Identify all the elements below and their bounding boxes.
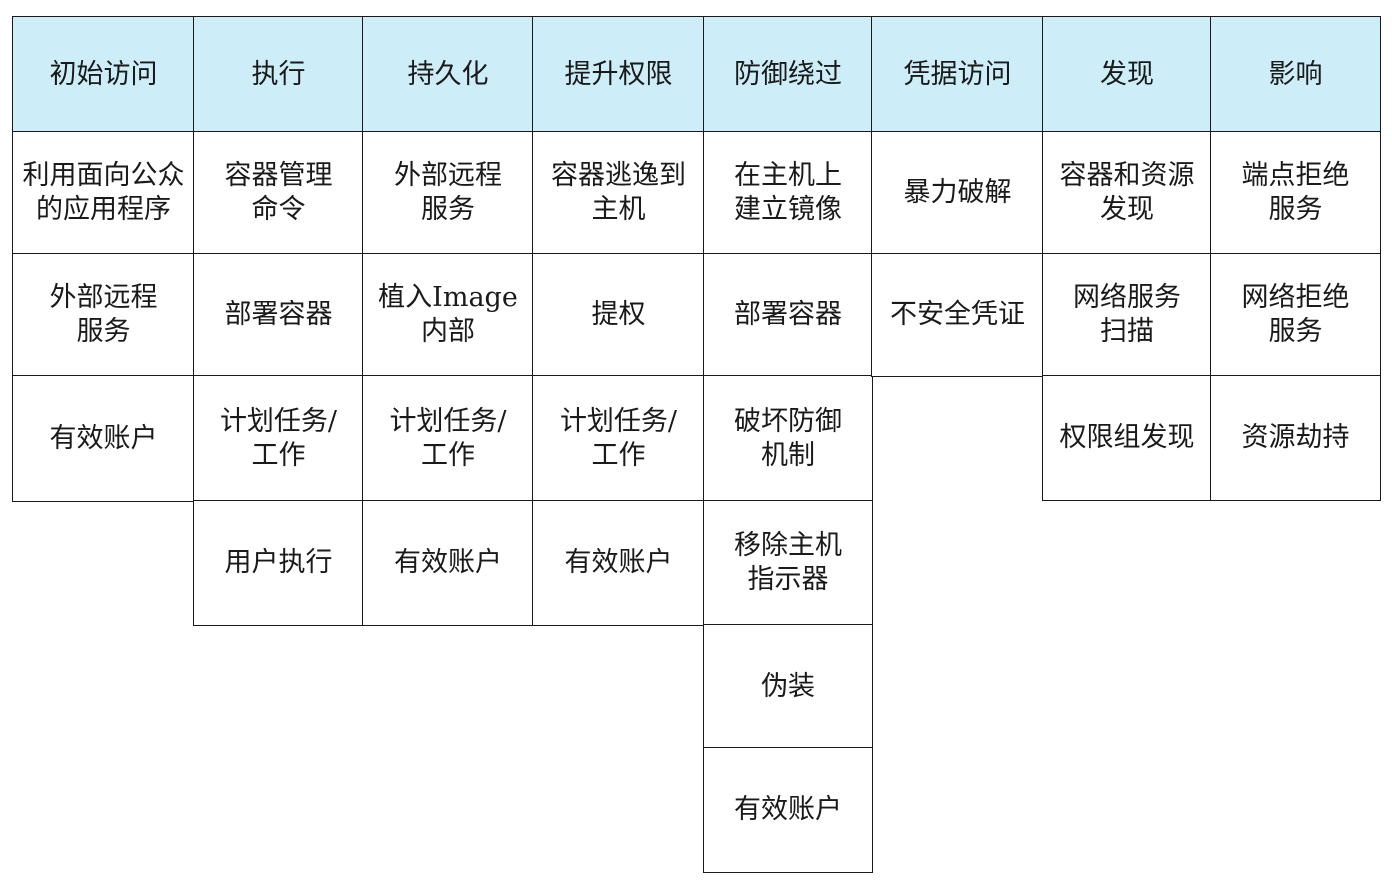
technique-cell: 有效账户	[703, 747, 873, 873]
technique-cell: 有效账户	[532, 500, 705, 626]
technique-cell: 计划任务/ 工作	[362, 375, 534, 502]
technique-cell: 计划任务/ 工作	[532, 375, 705, 502]
tactic-header: 提升权限	[532, 16, 705, 133]
technique-cell: 暴力破解	[871, 131, 1044, 255]
technique-cell: 部署容器	[703, 253, 873, 377]
technique-cell: 权限组发现	[1042, 375, 1212, 501]
technique-cell: 提权	[532, 253, 705, 377]
technique-cell: 不安全凭证	[871, 253, 1044, 377]
technique-cell: 在主机上 建立镜像	[703, 131, 873, 255]
technique-cell: 移除主机 指示器	[703, 500, 873, 626]
technique-cell: 用户执行	[193, 500, 364, 626]
tactic-header: 凭据访问	[871, 16, 1044, 133]
technique-cell: 端点拒绝 服务	[1210, 131, 1381, 255]
technique-cell: 破坏防御 机制	[703, 375, 873, 502]
technique-cell: 部署容器	[193, 253, 364, 377]
technique-cell: 容器和资源 发现	[1042, 131, 1212, 255]
technique-cell: 外部远程 服务	[362, 131, 534, 255]
tactic-header: 防御绕过	[703, 16, 873, 133]
tactic-header: 执行	[193, 16, 364, 133]
tactic-header: 发现	[1042, 16, 1212, 133]
tactic-header: 影响	[1210, 16, 1381, 133]
technique-cell: 资源劫持	[1210, 375, 1381, 501]
technique-cell: 网络服务 扫描	[1042, 253, 1212, 377]
technique-cell: 有效账户	[362, 500, 534, 626]
technique-cell: 计划任务/ 工作	[193, 375, 364, 502]
tactic-header: 持久化	[362, 16, 534, 133]
technique-cell: 伪装	[703, 624, 873, 749]
tactic-header: 初始访问	[12, 16, 195, 133]
technique-cell: 容器管理 命令	[193, 131, 364, 255]
technique-cell: 容器逃逸到 主机	[532, 131, 705, 255]
technique-cell: 利用面向公众 的应用程序	[12, 131, 195, 255]
technique-cell: 植入Image 内部	[362, 253, 534, 377]
technique-cell: 外部远程 服务	[12, 253, 195, 377]
technique-cell: 有效账户	[12, 375, 195, 502]
technique-cell: 网络拒绝 服务	[1210, 253, 1381, 377]
